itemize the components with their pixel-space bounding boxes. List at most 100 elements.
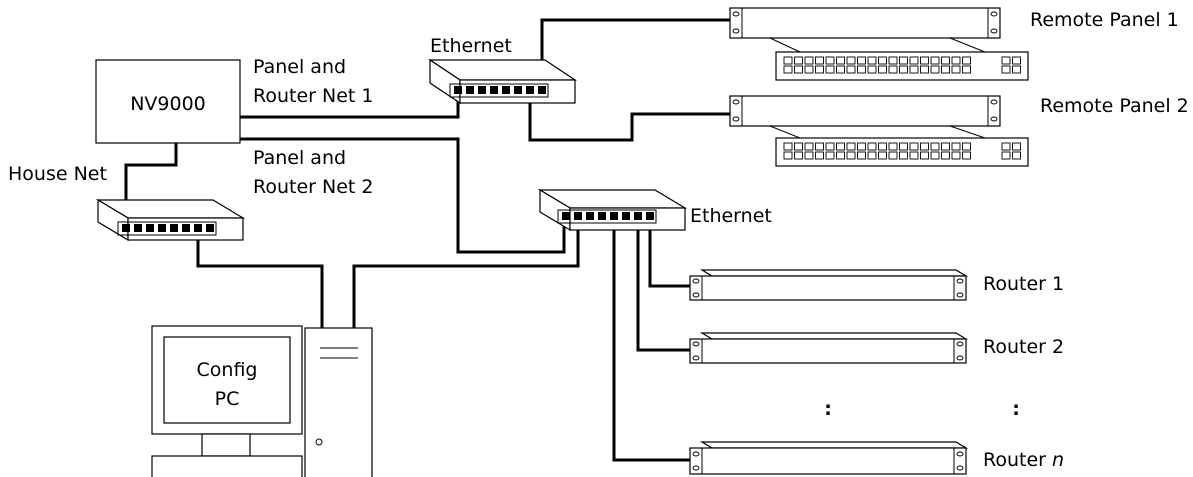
panel-button [899, 151, 908, 160]
router-1 [689, 269, 969, 301]
panel-button [1001, 65, 1011, 74]
pc-monitor: Config PC [151, 325, 303, 477]
panel-button [1012, 142, 1021, 151]
panel-button [1001, 56, 1011, 65]
panel-button [962, 151, 971, 160]
net2-label-line2: Router Net 2 [253, 176, 374, 198]
panel-button [962, 56, 971, 65]
cable-house-nv9000 [124, 143, 178, 227]
panel-button [962, 142, 971, 151]
panel-button [867, 142, 877, 151]
net1-label-line1: Panel and [253, 56, 346, 78]
config-pc: Config PC [151, 325, 373, 477]
cable-house-pc [196, 234, 324, 328]
router-2-label: Router 2 [983, 336, 1064, 358]
panel-button [836, 56, 845, 65]
panel-button [878, 56, 887, 65]
cable-panel-2 [528, 88, 730, 142]
panel-button [920, 151, 929, 160]
panel-button [825, 151, 835, 160]
net1-label: Panel and Router Net 1 [253, 56, 374, 107]
panel-button [836, 151, 845, 160]
panel-button [930, 65, 940, 74]
panel-button [951, 142, 961, 151]
panel-button [846, 65, 856, 74]
config-pc-label-line1: Config [197, 359, 258, 381]
panel-button [878, 142, 887, 151]
nv9000-label: NV9000 [130, 93, 206, 115]
panel-button [920, 65, 929, 74]
panel-button [909, 142, 919, 151]
ethernet-switch-right-ports [562, 212, 654, 220]
panel-button [804, 56, 814, 65]
house-net-switch-ports [122, 224, 214, 232]
panel-button [857, 65, 866, 74]
panel-button [857, 56, 866, 65]
ethernet-switch-top [428, 58, 577, 105]
panel-button [941, 56, 950, 65]
pc-tower [304, 327, 373, 477]
panel-button [867, 56, 877, 65]
net2-label-line1: Panel and [253, 147, 346, 169]
panel-button [930, 142, 940, 151]
panel-button [899, 56, 908, 65]
router-n-label: Router n [983, 449, 1064, 471]
panel-button [857, 151, 866, 160]
ethernet-switch-top-ports [454, 86, 546, 94]
panel-button [825, 65, 835, 74]
panel-button [888, 65, 898, 74]
panel-button [783, 142, 793, 151]
panel-button [899, 65, 908, 74]
ethernet-right-label: Ethernet [690, 205, 772, 227]
panel-button [867, 151, 877, 160]
cable-ethernet-pc [352, 218, 580, 328]
panel-button [909, 151, 919, 160]
panel-button [1001, 142, 1011, 151]
panel-button [962, 65, 971, 74]
remote-panel-1-buttons [783, 56, 1021, 74]
panel-button [941, 142, 950, 151]
cable-router-n [612, 218, 690, 462]
router-ellipsis-left: : [824, 398, 832, 420]
panel-button [815, 65, 824, 74]
panel-button [783, 56, 793, 65]
remote-panel-1-label: Remote Panel 1 [1030, 9, 1179, 31]
panel-button [909, 65, 919, 74]
remote-panel-1 [729, 7, 1029, 81]
panel-button [888, 151, 898, 160]
panel-button [888, 56, 898, 65]
panel-button [1001, 151, 1011, 160]
panel-button [846, 142, 856, 151]
router-n [689, 441, 969, 475]
panel-button [941, 65, 950, 74]
panel-button [1012, 151, 1021, 160]
router-ellipsis-right: : [1012, 398, 1020, 420]
house-net-label: House Net [8, 163, 107, 185]
remote-panel-2-buttons [783, 142, 1021, 160]
panel-button [951, 56, 961, 65]
panel-button [836, 142, 845, 151]
remote-panel-2 [729, 95, 1029, 167]
panel-button [846, 151, 856, 160]
panel-button [836, 65, 845, 74]
panel-button [794, 142, 803, 151]
panel-button [857, 142, 866, 151]
panel-button [909, 56, 919, 65]
panel-button [867, 65, 877, 74]
panel-button [941, 151, 950, 160]
panel-button [783, 65, 793, 74]
panel-button [815, 151, 824, 160]
panel-button [930, 56, 940, 65]
house-net-switch [95, 198, 246, 242]
ethernet-switch-right [537, 188, 688, 232]
net2-label: Panel and Router Net 2 [253, 147, 374, 198]
net1-label-line2: Router Net 1 [253, 85, 374, 107]
panel-button [878, 65, 887, 74]
panel-button [804, 151, 814, 160]
panel-button [899, 142, 908, 151]
panel-button [804, 65, 814, 74]
cable-router-2 [636, 218, 690, 352]
panel-button [920, 56, 929, 65]
panel-button [951, 151, 961, 160]
cable-net2-nv9000 [240, 137, 566, 254]
